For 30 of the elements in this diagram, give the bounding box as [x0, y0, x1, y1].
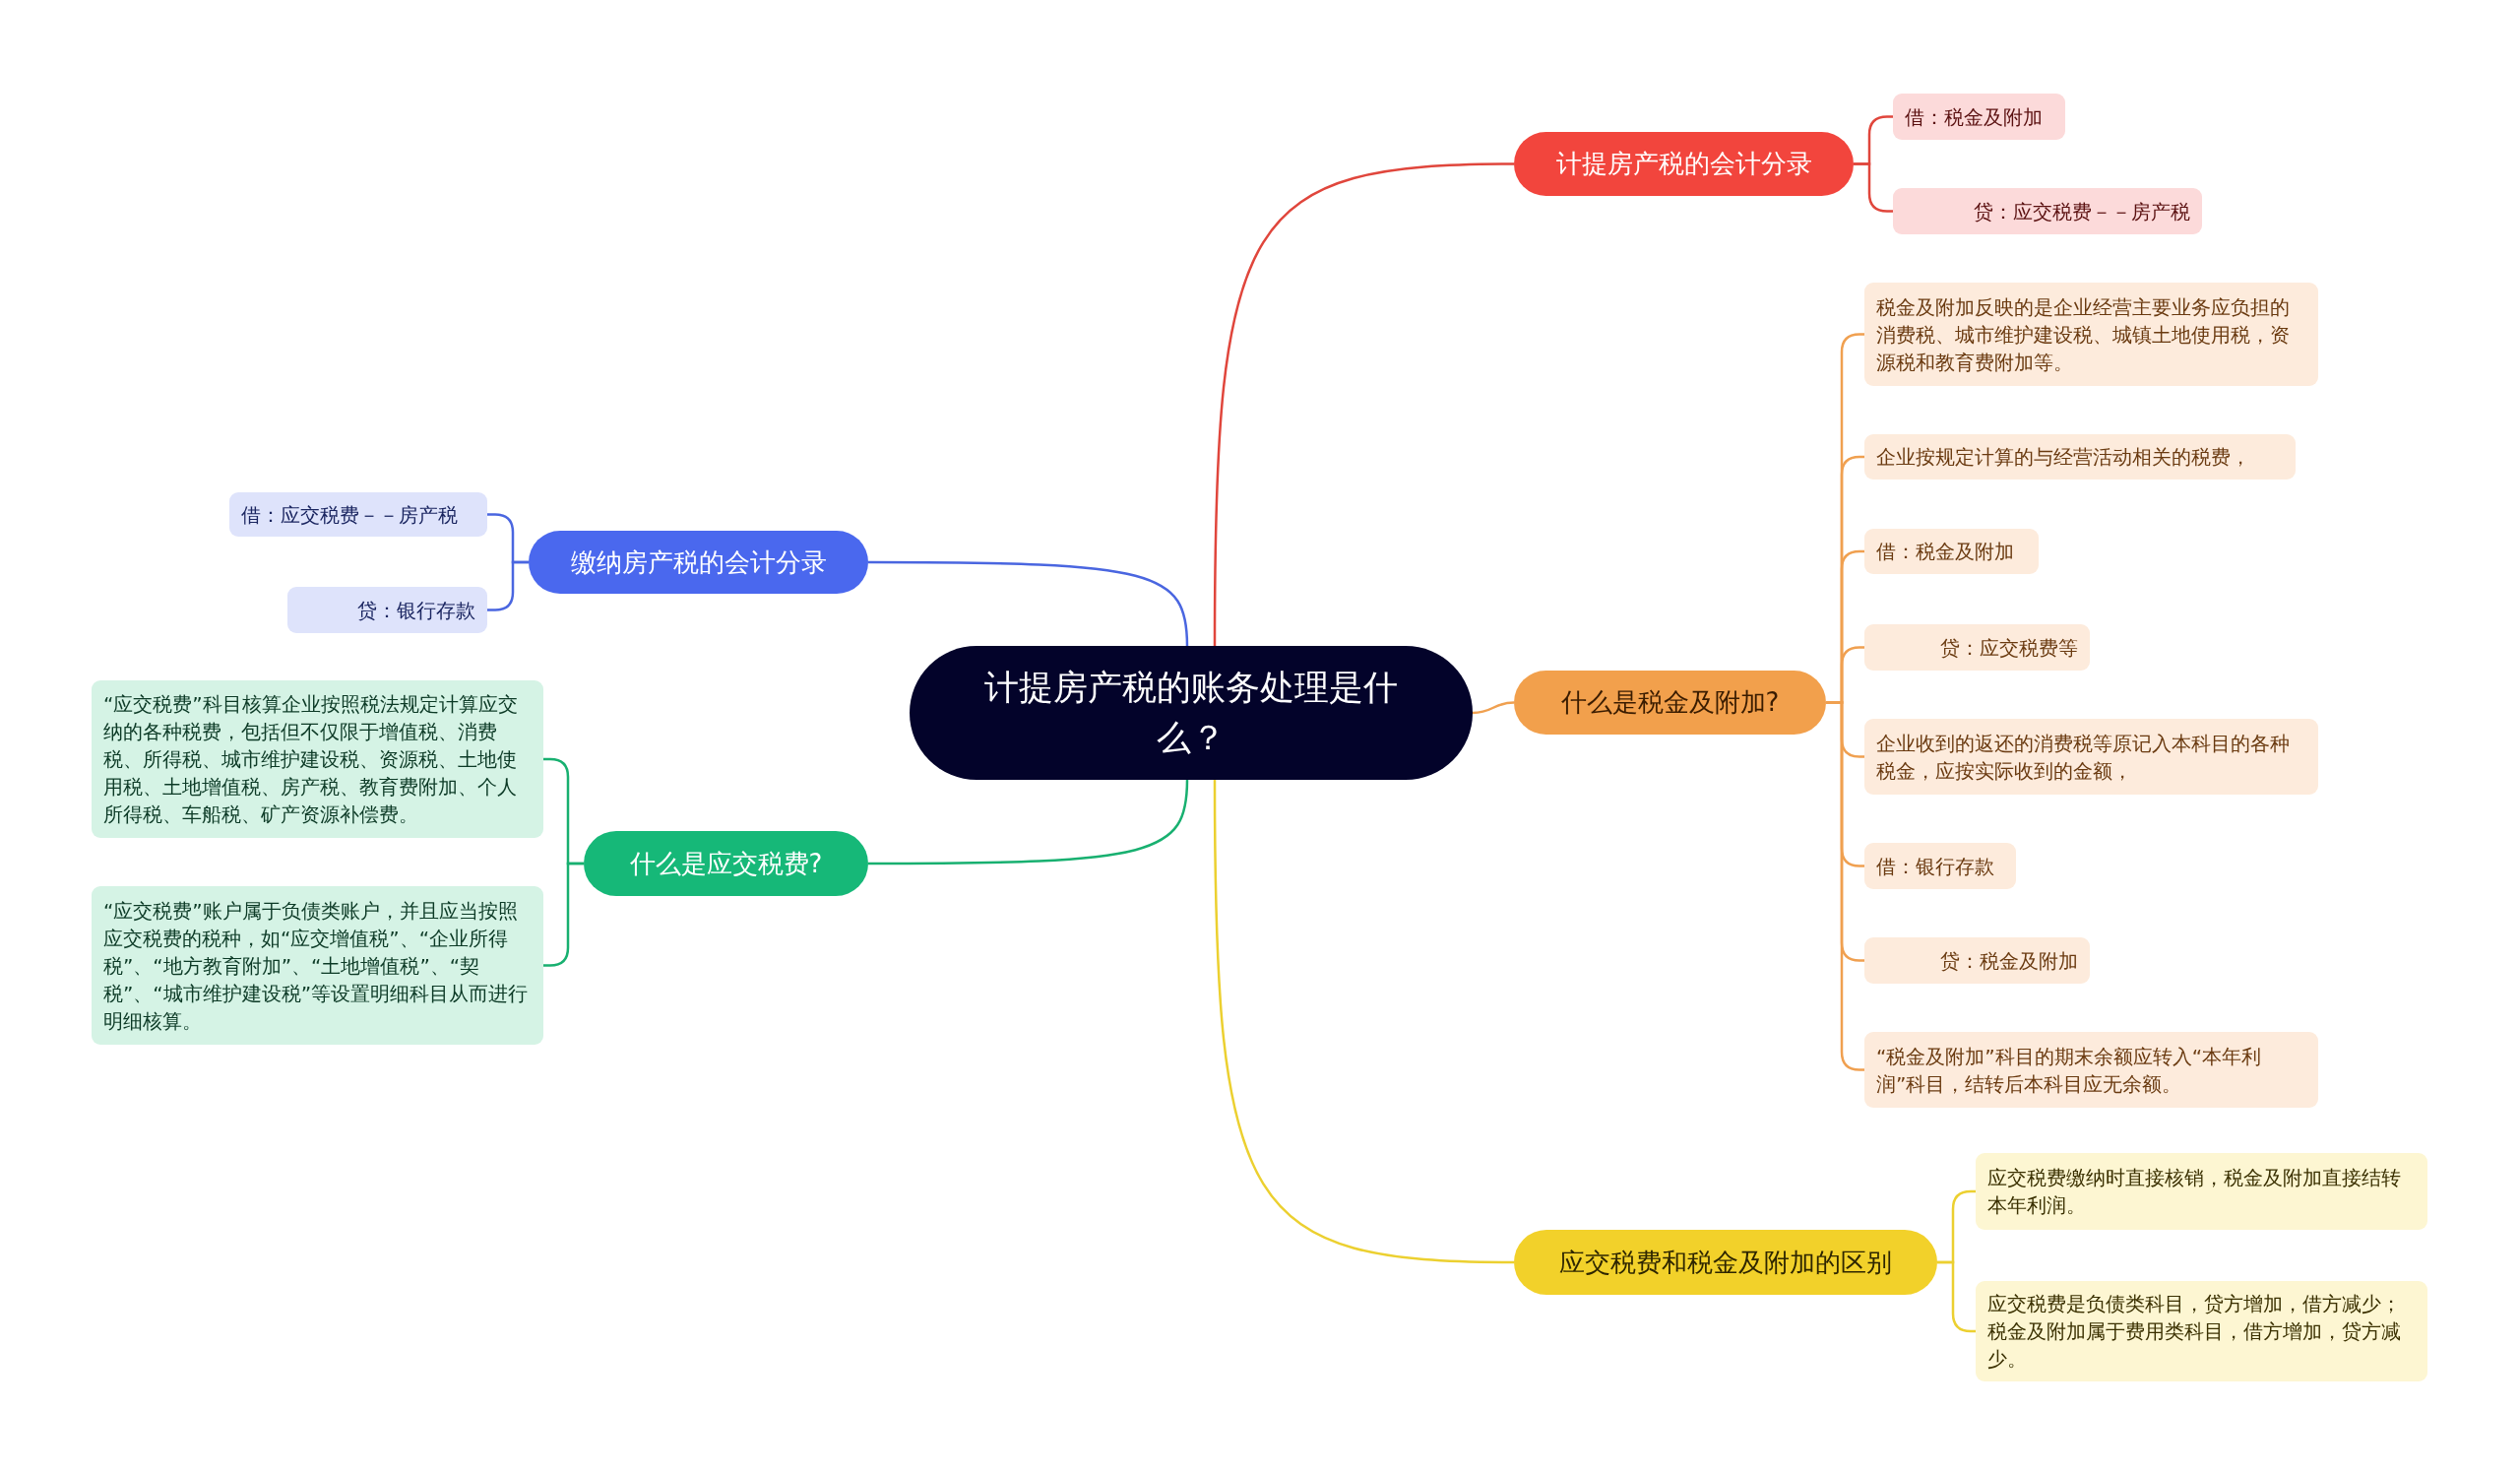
- note-box: 应交税费是负债类科目，贷方增加，借方减少；税金及附加属于费用类科目，借方增加，贷方减少。: [1976, 1281, 2427, 1381]
- note-box: 贷：应交税费－－房产税: [1893, 188, 2202, 234]
- branch-topic: 什么是应交税费?: [584, 831, 868, 896]
- branch-topic: 什么是税金及附加?: [1514, 671, 1826, 735]
- note-box: 借：税金及附加: [1864, 529, 2039, 574]
- connector-line: [1213, 162, 1515, 646]
- connector-line: [487, 560, 529, 611]
- branch-topic: 应交税费和税金及附加的区别: [1514, 1230, 1937, 1295]
- note-box: 贷：银行存款: [287, 587, 487, 633]
- note-box: 贷：应交税费等: [1864, 624, 2090, 671]
- note-box: 贷：税金及附加: [1864, 937, 2090, 984]
- central-topic: 计提房产税的账务处理是什么？: [910, 646, 1473, 780]
- connector-line: [1854, 162, 1893, 213]
- note-box: 税金及附加反映的是企业经营主要业务应负担的消费税、城市维护建设税、城镇土地使用税，资源税和教育费附加等。: [1864, 283, 2318, 386]
- note-box: 借：税金及附加: [1893, 94, 2065, 140]
- connector-line: [868, 560, 1189, 647]
- note-box: “应交税费”账户属于负债类账户，并且应当按照应交税费的税种，如“应交增值税”、“企业所得税”、“地方教育附加”、“土地增值税”、“契税”、“城市维护建设税”等设置明细科目从而进行明细核算。: [92, 886, 543, 1045]
- note-box: 借：应交税费－－房产税: [229, 492, 487, 537]
- connector-line: [1826, 701, 1864, 1071]
- note-box: 借：银行存款: [1864, 843, 2016, 889]
- branch-topic: 缴纳房产税的会计分录: [529, 531, 868, 594]
- connector-line: [1213, 780, 1515, 1264]
- connector-line: [868, 779, 1189, 865]
- note-box: 应交税费缴纳时直接核销，税金及附加直接结转本年利润。: [1976, 1153, 2427, 1230]
- branch-topic: 计提房产税的会计分录: [1514, 132, 1854, 196]
- note-box: “应交税费”科目核算企业按照税法规定计算应交纳的各种税费，包括但不仅限于增值税、消费税、所得税、城市维护建设税、资源税、土地使用税、土地增值税、房产税、教育费附加、个人所得税、车船税、矿产资源补偿费。: [92, 680, 543, 838]
- note-box: 企业收到的返还的消费税等原记入本科目的各种税金，应按实际收到的金额，: [1864, 719, 2318, 795]
- note-box: 企业按规定计算的与经营活动相关的税费，: [1864, 434, 2296, 480]
- connector-line: [1472, 701, 1515, 715]
- note-box: “税金及附加”科目的期末余额应转入“本年利润”科目，结转后本科目应无余额。: [1864, 1032, 2318, 1108]
